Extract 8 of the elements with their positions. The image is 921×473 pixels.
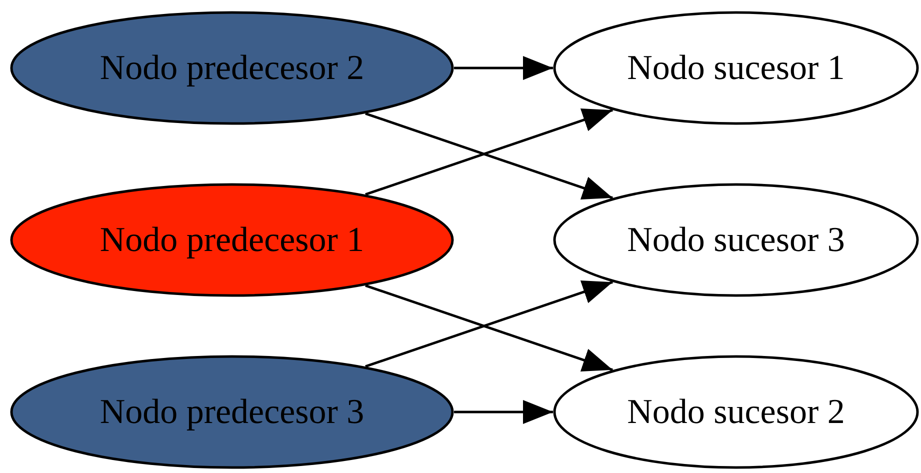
node-label: Nodo sucesor 1 [627,48,845,88]
arrow [454,56,553,80]
node-label: Nodo sucesor 3 [627,220,845,260]
arrow [454,400,553,424]
node-label: Nodo sucesor 2 [627,392,845,432]
node-label: Nodo predecesor 1 [100,220,364,260]
node-label: Nodo predecesor 2 [100,48,364,88]
node-label: Nodo predecesor 3 [100,392,364,432]
